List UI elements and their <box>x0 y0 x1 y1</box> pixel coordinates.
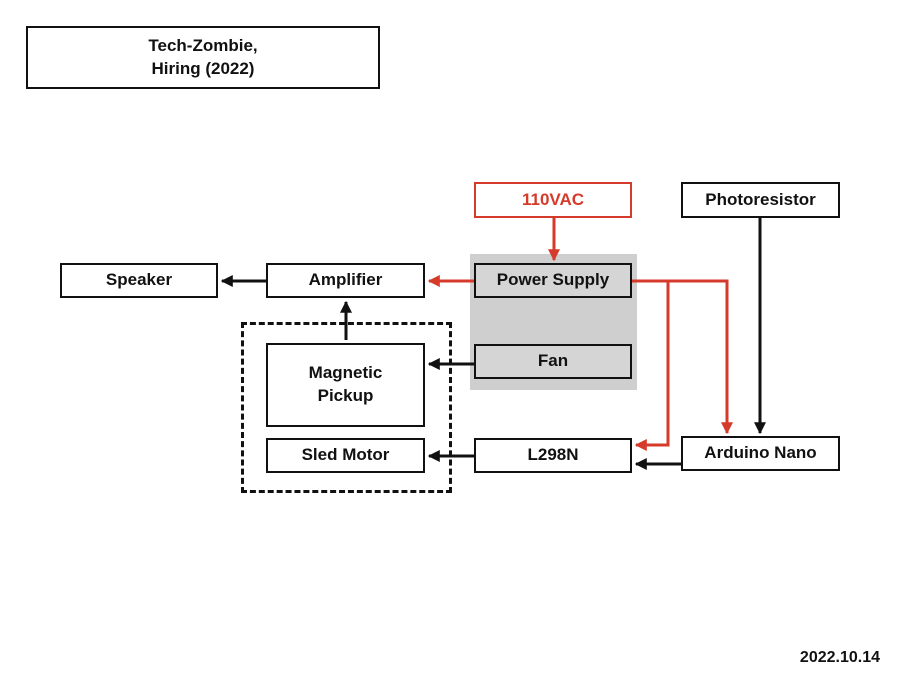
block-power-supply: Power Supply <box>474 263 632 298</box>
block-sled-motor: Sled Motor <box>266 438 425 473</box>
block-amplifier: Amplifier <box>266 263 425 298</box>
wire-power-supply-to-l298n <box>634 281 670 451</box>
block-110vac: 110VAC <box>474 182 632 218</box>
wire-power-supply-to-arduino <box>632 279 733 435</box>
block-speaker: Speaker <box>60 263 218 298</box>
block-arduino-nano: Arduino Nano <box>681 436 840 471</box>
block-magnetic-pickup: Magnetic Pickup <box>266 343 425 427</box>
block-fan: Fan <box>474 344 632 379</box>
title-box: Tech-Zombie, Hiring (2022) <box>26 26 380 89</box>
date-label: 2022.10.14 <box>799 649 880 666</box>
block-photoresistor: Photoresistor <box>681 182 840 218</box>
block-l298n: L298N <box>474 438 632 473</box>
